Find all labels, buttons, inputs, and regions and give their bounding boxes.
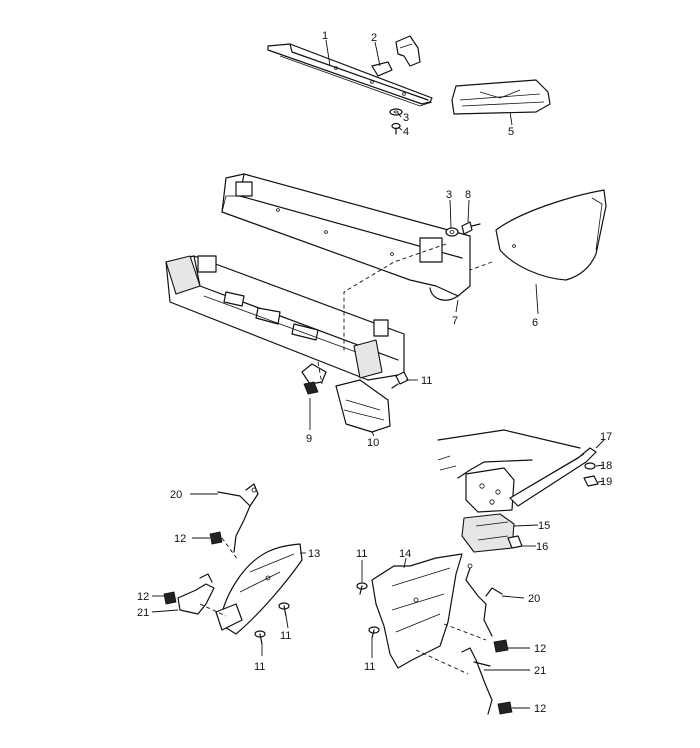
dashed-fitting-lines-middle (317, 243, 493, 385)
label-part-12-left-lower: 12 (137, 591, 149, 603)
label-part-11-mid: 11 (421, 375, 432, 387)
part-12-clip-left-upper (209, 531, 223, 545)
part-21-bracket-right (461, 647, 493, 715)
part-2-bracket (371, 35, 421, 77)
label-part-2: 2 (371, 32, 377, 44)
part-11-screw-left-b (254, 630, 266, 645)
part-3-washer-mid (445, 227, 459, 237)
part-12-clip-right-upper (493, 639, 509, 653)
part-1-cover-plate (267, 43, 433, 107)
leader-lines (151, 39, 605, 709)
part-19-nut (583, 475, 599, 487)
part-15-rubber-mount (461, 513, 515, 553)
dashed-fitting-lines-left (199, 537, 239, 617)
part-8-bolt (461, 221, 481, 235)
part-5-cover (451, 79, 551, 115)
label-part-12-right-upper: 12 (534, 643, 546, 655)
label-part-14: 14 (399, 548, 411, 560)
part-20-bracket-right (465, 563, 503, 637)
label-part-20-left: 20 (170, 489, 182, 501)
part-11-screw-right-b (368, 626, 380, 639)
label-part-20-right: 20 (528, 593, 540, 605)
part-17-stay-rod (509, 447, 597, 507)
label-part-5: 5 (508, 126, 514, 138)
dashed-fitting-lines-right (415, 623, 487, 675)
label-part-11-left-b: 11 (254, 661, 265, 673)
label-part-21-right: 21 (534, 665, 546, 677)
label-part-21-left: 21 (137, 607, 149, 619)
part-7-bumper-shell (221, 173, 471, 301)
label-part-9: 9 (306, 433, 312, 445)
label-part-6: 6 (532, 317, 538, 329)
label-part-12-left-upper: 12 (174, 533, 186, 545)
part-11-screw-left-a (278, 602, 290, 617)
part-number-labels: 1 2 3 4 5 3 8 6 7 11 9 10 17 18 19 15 16… (137, 30, 612, 715)
part-20-bracket-left (217, 483, 259, 553)
label-part-17: 17 (600, 431, 612, 443)
part-21-bracket-left (177, 573, 215, 615)
part-4-screw-top (391, 122, 401, 135)
part-11-screw-right-a (356, 582, 368, 595)
label-part-11-right-b: 11 (364, 661, 375, 673)
label-part-18: 18 (600, 460, 612, 472)
label-part-16: 16 (536, 541, 548, 553)
label-part-11-right-a: 11 (356, 548, 367, 560)
part-14-shield (371, 553, 463, 669)
part-6-end-cap (495, 189, 607, 281)
part-12-clip-right-lower (497, 701, 513, 715)
part-10-air-deflector (335, 379, 391, 433)
label-part-13: 13 (308, 548, 320, 560)
bumper-reinforcement (165, 255, 405, 381)
label-part-19: 19 (600, 476, 612, 488)
label-part-11-left-a: 11 (280, 630, 291, 642)
label-part-10: 10 (367, 437, 379, 449)
part-9-mount (301, 363, 327, 395)
vehicle-body-section (437, 429, 581, 513)
part-13-shield (215, 543, 303, 635)
label-part-4: 4 (403, 126, 409, 138)
part-18-washer (584, 462, 596, 470)
part-3-washer-top (389, 108, 403, 116)
label-part-8: 8 (465, 189, 471, 201)
label-part-15: 15 (538, 520, 550, 532)
label-part-3-top: 3 (403, 112, 409, 124)
part-12-clip-left-lower (163, 591, 177, 605)
label-part-7: 7 (452, 315, 458, 327)
label-part-1: 1 (322, 30, 328, 42)
label-part-12-right-lower: 12 (534, 703, 546, 715)
label-part-3-mid: 3 (446, 189, 452, 201)
